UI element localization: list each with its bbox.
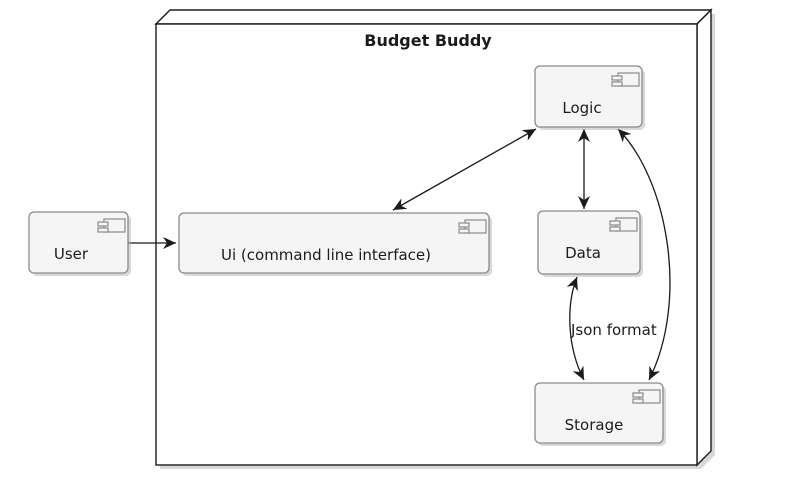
edge-label-json-format: Json format [570,321,657,339]
component-user: User [28,211,131,276]
edges: Json format [128,128,671,381]
node-top-face [154,9,713,25]
component-icon [97,218,126,233]
component-data: Data [537,210,643,277]
component-label: Storage [565,416,624,434]
edge-data-storage [566,276,585,381]
component-icon [609,217,638,232]
component-logic: Logic [534,65,645,130]
edge-logic-storage [617,128,671,381]
component-label: Data [565,244,601,262]
component-icon [458,219,487,234]
component-storage: Storage [534,382,666,446]
component-ui: Ui (command line interface) [178,212,492,276]
edge-ui-logic [392,128,537,211]
component-label: Logic [562,99,601,117]
component-label: Ui (command line interface) [221,246,431,264]
component-icon [611,72,640,87]
node-title: Budget Buddy [364,31,492,50]
component-label: User [54,245,89,263]
node-right-face [696,8,712,467]
component-icon [632,389,661,404]
